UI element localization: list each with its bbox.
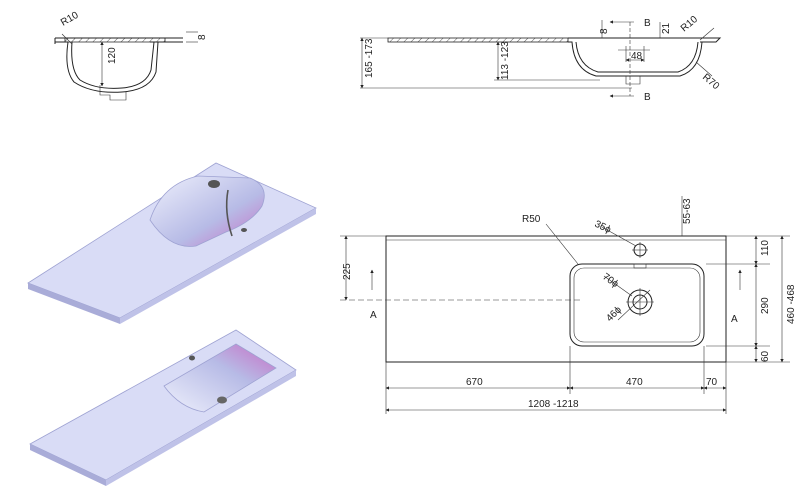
- side-drain-width-label: 48: [631, 51, 643, 62]
- top-bottom-left: 670: [466, 377, 483, 388]
- top-corner-radius: R50: [522, 214, 541, 225]
- section-thickness-label: 8: [197, 34, 208, 40]
- side-thickness-label: 8: [599, 28, 610, 34]
- side-radius-bottom-label: R70: [700, 72, 721, 93]
- side-section-mark-top: B: [644, 18, 651, 29]
- iso-view-top: [27, 162, 317, 324]
- top-section-mark-right: A: [731, 314, 738, 325]
- top-drain-inner: 46ϕ: [604, 304, 624, 324]
- top-section-mark-left: A: [370, 310, 377, 321]
- side-view: 165 -173 113 -123 48 8 B B 21 R10 R70: [360, 14, 722, 103]
- side-inner-height-label: 113 -123: [500, 41, 511, 80]
- top-right-mid: 290: [760, 297, 771, 314]
- top-view: 225 A A R50 35ϕ 55-63 70ϕ 46ϕ 110 290 60…: [340, 196, 797, 414]
- section-depth-label: 120: [107, 47, 118, 64]
- top-bottom-mid: 470: [626, 377, 643, 388]
- top-right-bottom: 60: [760, 350, 771, 362]
- side-section-mark-bottom: B: [644, 92, 651, 103]
- top-bottom-total: 1208 -1218: [528, 399, 579, 410]
- top-right-top: 110: [760, 240, 771, 256]
- section-view: R10 120 8: [54, 10, 208, 101]
- top-bottom-right: 70: [706, 377, 718, 388]
- side-radius-top-label: R10: [679, 14, 700, 35]
- section-radius-label: R10: [59, 10, 81, 29]
- top-drain-outer: 70ϕ: [600, 271, 620, 290]
- side-top-offset-label: 21: [661, 22, 672, 34]
- top-tap-offset: 55-63: [682, 198, 693, 224]
- top-left-section-height: 225: [342, 263, 353, 280]
- iso-view-bottom: [29, 329, 297, 486]
- top-tap-hole: 35ϕ: [593, 219, 613, 236]
- side-total-height-label: 165 -173: [364, 38, 375, 78]
- top-right-total: 460 -468: [786, 284, 797, 324]
